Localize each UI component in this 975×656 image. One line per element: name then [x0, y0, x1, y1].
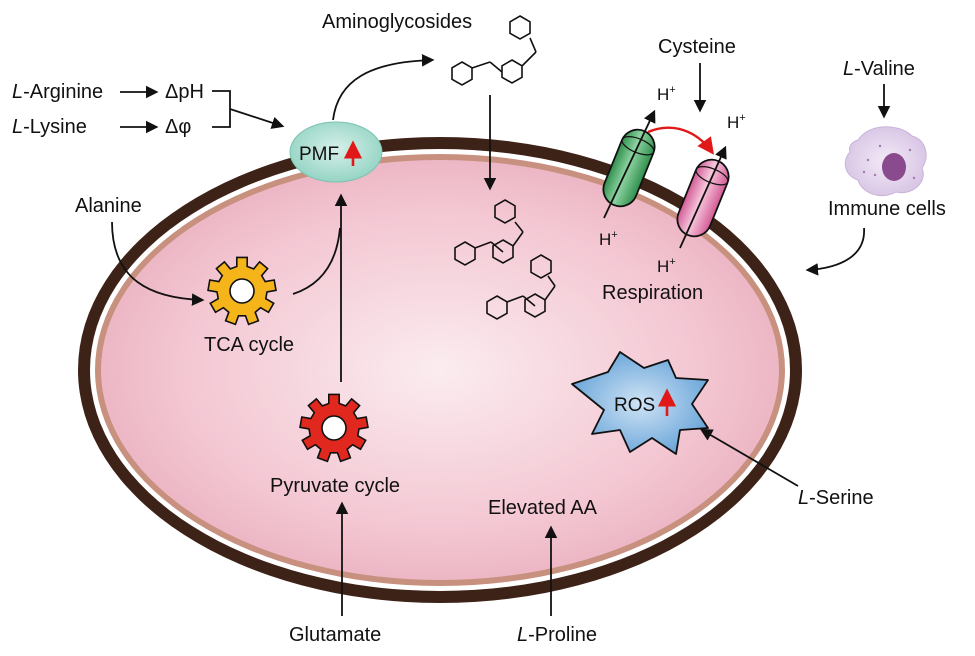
- pmf-ellipse: [289, 121, 383, 183]
- pyruvate-gear: [299, 393, 369, 463]
- pyruvate-gear-hole: [321, 415, 347, 441]
- burst-icon: [571, 351, 709, 455]
- alanine-label: Alanine: [75, 195, 142, 217]
- cytoplasm: [101, 160, 779, 580]
- aminoglycoside-structure-outside: [451, 15, 537, 86]
- pink-channel-h-flow-arrow: [679, 145, 727, 249]
- cysteine-label: Cysteine: [658, 36, 736, 58]
- aminoglycoside-structure-inside-1: [454, 199, 524, 266]
- pyruvate-cycle-label: Pyruvate cycle: [270, 475, 400, 497]
- transporter-icon: [602, 128, 656, 208]
- delta-phi-label: Δφ: [165, 116, 191, 138]
- green-channel-h-flow-arrow: [603, 109, 656, 219]
- gradient-bracket: [212, 90, 231, 128]
- glutamate-label: Glutamate: [289, 624, 381, 646]
- arginine-label: L-Arginine: [12, 81, 103, 103]
- aminoglycoside-structure-inside-2: [486, 254, 556, 320]
- tca-cycle-label: TCA cycle: [204, 334, 294, 356]
- bacterial-cell: [78, 137, 802, 603]
- tca-gear: [207, 256, 277, 326]
- delta-ph-label: ΔpH: [165, 81, 204, 103]
- electron-transfer-arrow: [647, 126, 714, 155]
- tca-gear-hole: [229, 278, 255, 304]
- hexagon-ring-icon: [509, 15, 531, 40]
- pmf-label: PMF: [299, 144, 339, 165]
- elevated-aa-label: Elevated AA: [488, 497, 598, 519]
- ros-burst: ROS: [571, 351, 709, 455]
- h-plus-label-top-left: H+: [657, 84, 676, 104]
- pmf-node: PMF: [289, 121, 383, 183]
- serine-label: L-Serine: [798, 487, 874, 509]
- h-plus-label-bottom-right: H+: [657, 256, 676, 276]
- alanine-arrow: [111, 221, 205, 306]
- lysine-label: L-Lysine: [12, 116, 87, 138]
- pmf-to-aminoglycosides-arrow: [332, 54, 435, 121]
- h-plus-label-top-right: H+: [727, 112, 746, 132]
- proline-label: L-Proline: [517, 624, 597, 646]
- hexagon-ring-icon: [451, 61, 473, 86]
- tca-to-pmf-arrow: [292, 227, 341, 295]
- h-plus-label-bottom-left: H+: [599, 229, 618, 249]
- immune-cells-label: Immune cells: [828, 198, 946, 220]
- hexagon-ring-icon: [501, 59, 523, 84]
- immune-nucleus: [882, 153, 906, 181]
- ros-label: ROS: [614, 395, 655, 416]
- aminoglycosides-label: Aminoglycosides: [322, 11, 472, 33]
- arginine-lysine-group: L-Arginine L-Lysine ΔpH Δφ: [12, 81, 285, 138]
- valine-label: L-Valine: [843, 58, 915, 80]
- respiration-label: Respiration: [602, 282, 703, 304]
- immune-cell-icon: [844, 126, 927, 196]
- immune-cells-arrow: [805, 227, 865, 276]
- serine-arrow: [699, 428, 799, 487]
- bracket-to-pmf-arrow: [229, 108, 285, 129]
